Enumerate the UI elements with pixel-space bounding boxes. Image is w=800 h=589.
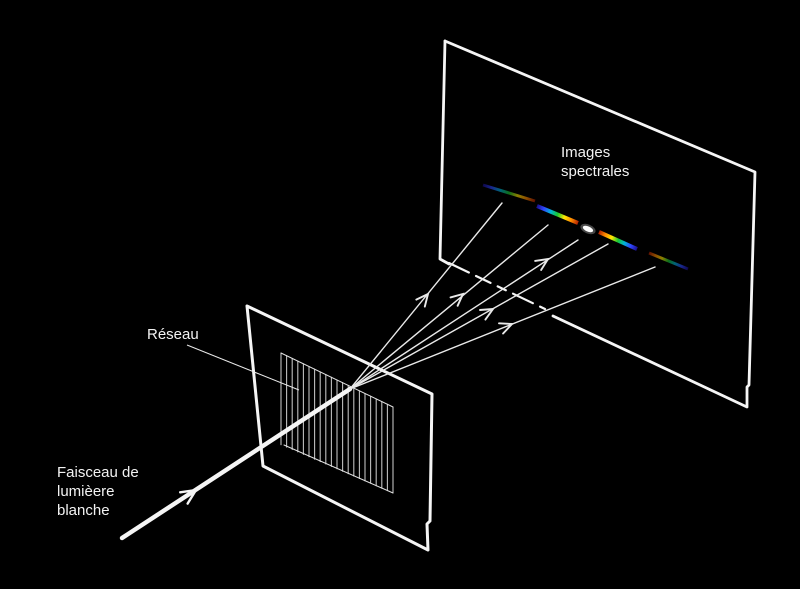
diffracted-ray-2: [349, 224, 549, 390]
diffracted-rays: [349, 202, 656, 390]
diffracted-ray-4: [349, 243, 609, 390]
screen-frame-dashed-edge: [447, 261, 547, 311]
spectrum-second-order-right: [648, 251, 689, 271]
spectrum-first-order-left: [536, 204, 579, 225]
beam-label-line3: blanche: [57, 502, 110, 519]
spectrum-second-order-left: [482, 183, 536, 203]
grating-frame: [245, 304, 434, 552]
screen-frame-left-edge: [438, 39, 451, 266]
ray-5-arrowhead-icon: [498, 322, 515, 335]
labels: Réseau Images spectrales Faisceau de lum…: [57, 144, 629, 519]
screen-label-line2: spectrales: [561, 163, 629, 180]
spectrum-first-order-right: [598, 230, 638, 251]
grating-hatch-bottom-border: [283, 444, 394, 494]
diffracted-ray-3: [349, 239, 579, 390]
beam-arrowhead-icon: [179, 488, 199, 505]
ray-2-arrowhead-icon: [449, 292, 465, 307]
screen-frame-solid: [443, 39, 757, 409]
screen-panel: [438, 39, 757, 409]
ray-3-arrowhead-icon: [534, 257, 550, 271]
beam-line: [119, 386, 353, 541]
zero-order-image: [582, 225, 594, 233]
ray-1-arrowhead-icon: [415, 292, 430, 308]
beam-label-line2: lumièere: [57, 483, 115, 500]
beam-label-line1: Faisceau de: [57, 464, 139, 481]
grating-label-leader-line: [186, 344, 300, 391]
ray-4-arrowhead-icon: [479, 307, 495, 321]
grating-label: Réseau: [147, 326, 199, 343]
screen-label-line1: Images: [561, 144, 610, 161]
diffracted-ray-5: [349, 266, 656, 390]
spectral-images: [482, 183, 689, 271]
white-light-beam: [119, 386, 353, 541]
